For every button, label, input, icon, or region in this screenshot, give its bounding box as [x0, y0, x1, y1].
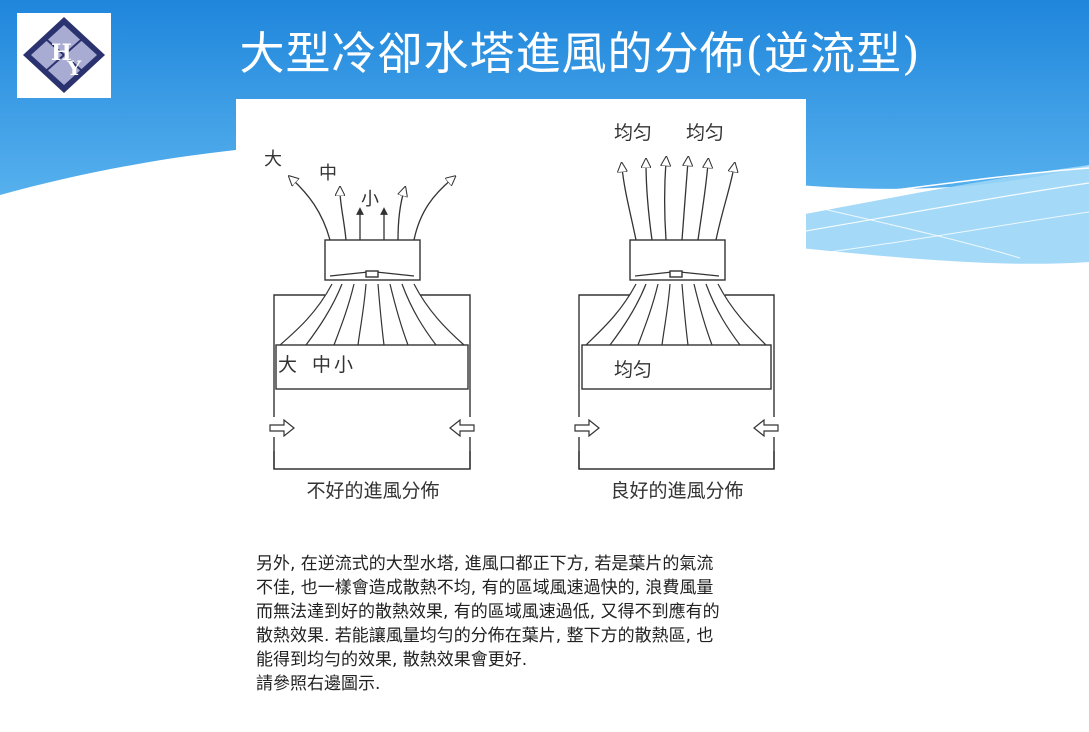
left-label-medium: 中 [319, 163, 337, 184]
right-label-uniform-1: 均匀 [614, 122, 652, 144]
left-fill-label-medium: 中 [312, 354, 331, 376]
right-label-uniform-2: 均匀 [686, 122, 724, 144]
right-tower [578, 239, 775, 470]
description-line: 而無法達到好的散熱效果, 有的區域風速過低, 又得不到應有的 [256, 602, 720, 622]
description-line: 不佳, 也一樣會造成散熱不均, 有的區域風速過快的, 浪費風量 [256, 578, 714, 598]
left-fill-label-small: 小 [334, 354, 353, 376]
page-title: 大型冷卻水塔進風的分佈(逆流型) [239, 27, 921, 80]
description-line: 散熱效果. 若能讓風量均勻的分佈在葉片, 整下方的散熱區, 也 [256, 626, 714, 646]
left-intake-arrows [269, 418, 475, 438]
svg-text:H: H [51, 40, 72, 66]
left-label-small: 小 [361, 189, 379, 210]
right-intake-arrows [574, 418, 779, 438]
description-line: 能得到均勻的效果, 散熱效果會更好. [256, 650, 528, 670]
company-logo: H Y [17, 13, 111, 98]
svg-text:Y: Y [66, 56, 82, 80]
left-tower [273, 239, 471, 515]
right-outflow-arrows [622, 161, 734, 241]
left-label-large: 大 [264, 149, 282, 170]
left-fill-label-large: 大 [278, 354, 297, 376]
left-caption: 不好的進風分佈 [306, 480, 439, 502]
right-inflow-lines [585, 283, 767, 346]
left-outflow-arrows [292, 179, 452, 241]
description-line: 請參照右邊圖示. [256, 674, 381, 694]
right-caption: 良好的進風分佈 [610, 480, 743, 502]
right-fill-label: 均匀 [614, 359, 652, 381]
airflow-diagram: 大 中 小 大 中 小 不好的進風分佈 [236, 99, 806, 522]
description-line: 另外, 在逆流式的大型水塔, 進風口都正下方, 若是葉片的氣流 [256, 554, 714, 574]
left-inflow-lines [279, 283, 465, 346]
description-text: 另外, 在逆流式的大型水塔, 進風口都正下方, 若是葉片的氣流 不佳, 也一樣會… [256, 552, 836, 696]
